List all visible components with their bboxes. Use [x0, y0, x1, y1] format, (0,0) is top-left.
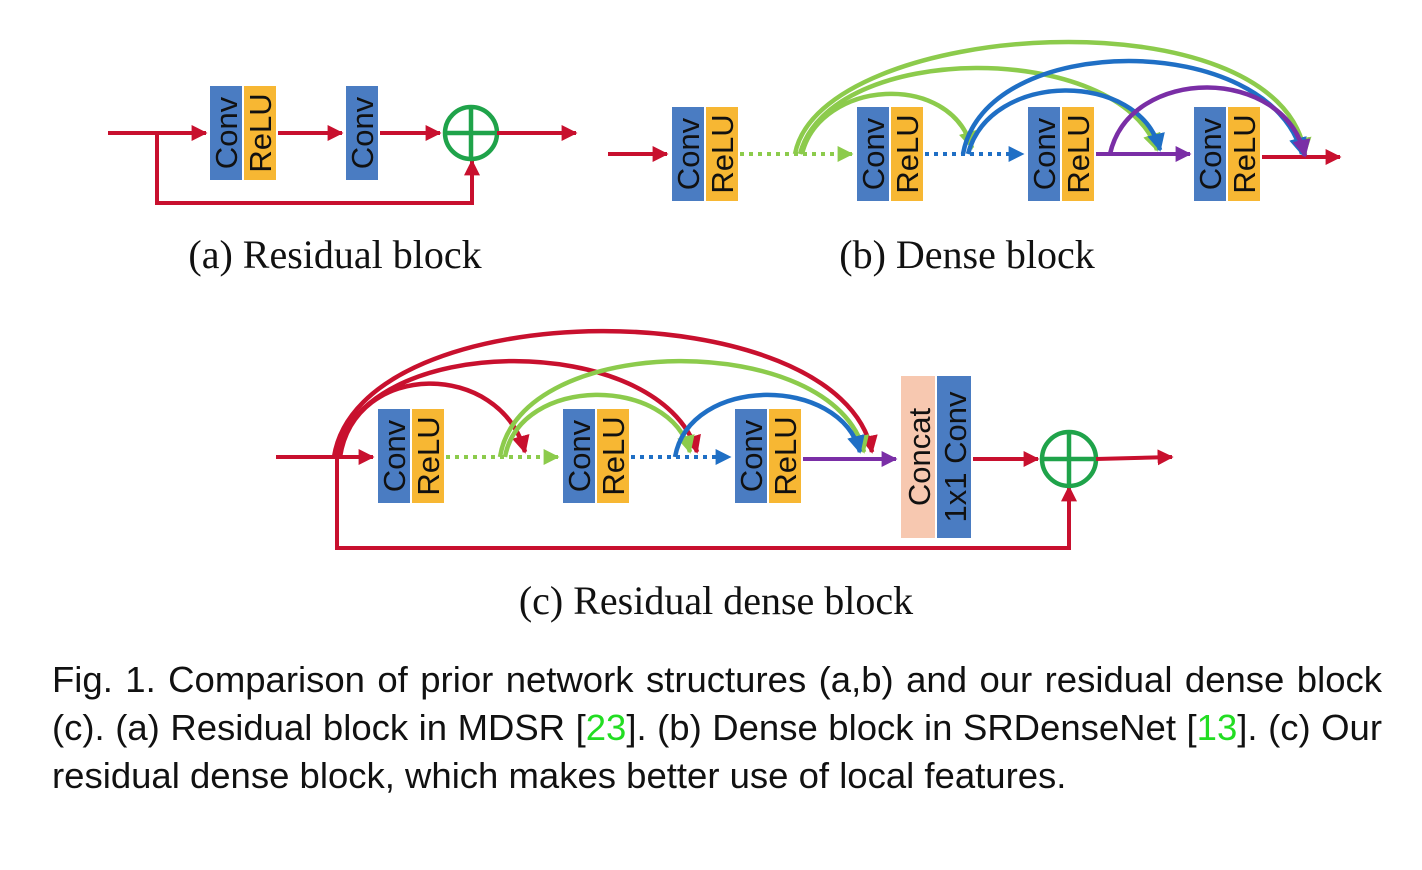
residual-dense-block-diagram: Conv ReLU Conv ReLU Conv ReLU Concat 1x1… — [276, 328, 1174, 623]
figure-caption: Fig. 1. Comparison of prior network stru… — [52, 656, 1382, 800]
conv-label: Conv — [1193, 117, 1228, 190]
conv1x1-block — [937, 376, 971, 538]
relu-label: ReLU — [705, 114, 740, 193]
reference-link[interactable]: 23 — [585, 707, 627, 748]
conv1x1-label: 1x1 Conv — [938, 391, 973, 522]
subcaption-a: (a) Residual block — [188, 232, 481, 277]
conv-label: Conv — [209, 96, 244, 169]
dense-connection — [792, 39, 1312, 156]
conv-block — [857, 107, 889, 201]
relu-block — [597, 409, 629, 503]
conv-block — [735, 409, 767, 503]
concat-block — [901, 376, 935, 538]
relu-block — [769, 409, 801, 503]
dense-connection — [799, 91, 977, 155]
relu-label: ReLU — [768, 416, 803, 495]
conv-label: Conv — [856, 117, 891, 190]
conv-block — [563, 409, 595, 503]
dense-connection — [797, 65, 1161, 155]
conv-block — [346, 86, 378, 180]
relu-label: ReLU — [411, 416, 446, 495]
conv-block — [378, 409, 410, 503]
conv-block — [1194, 107, 1226, 201]
dense-connection — [331, 328, 878, 458]
relu-label: ReLU — [596, 416, 631, 495]
conv-label: Conv — [562, 419, 597, 492]
dense-connection — [1107, 85, 1311, 158]
dense-connection — [497, 358, 869, 458]
sum-node — [1039, 429, 1099, 489]
reference-link[interactable]: 13 — [1196, 707, 1238, 748]
conv-label: Conv — [377, 419, 412, 492]
relu-label: ReLU — [1061, 114, 1096, 193]
conv-label: Conv — [671, 117, 706, 190]
conv-label: Conv — [734, 419, 769, 492]
output-arrow — [1095, 449, 1174, 466]
dense-block-diagram: Conv ReLU Conv ReLU Conv ReLU Conv ReLU … — [608, 39, 1342, 277]
conv-label: Conv — [345, 96, 380, 169]
sum-node — [442, 104, 500, 162]
caption-text: ]. (c) Our residual dense block, which m… — [52, 707, 1383, 796]
relu-label: ReLU — [1227, 114, 1262, 193]
dense-connection — [502, 392, 695, 458]
relu-label: ReLU — [890, 114, 925, 193]
network-structures-figure: Conv ReLU Conv (a) Residual block Conv R… — [108, 39, 1342, 623]
dense-connection — [965, 88, 1165, 155]
relu-block — [244, 86, 276, 180]
relu-block — [706, 107, 738, 201]
relu-block — [891, 107, 923, 201]
caption-text: ]. (b) Dense block in SRDenseNet [ — [626, 707, 1197, 748]
relu-block — [1228, 107, 1260, 201]
dense-connection — [337, 381, 530, 458]
conv-block — [672, 107, 704, 201]
relu-block — [412, 409, 444, 503]
conv-block — [210, 86, 242, 180]
relu-label: ReLU — [243, 93, 278, 172]
skip-connection — [155, 133, 480, 205]
skip-connection — [335, 457, 1077, 550]
subcaption-b: (b) Dense block — [839, 232, 1094, 277]
concat-label: Concat — [902, 408, 937, 507]
conv-label: Conv — [1027, 117, 1062, 190]
residual-block-diagram: Conv ReLU Conv (a) Residual block — [108, 86, 578, 277]
subcaption-c: (c) Residual dense block — [519, 578, 913, 623]
caption-text: Fig. 1. Comparison of prior network stru… — [52, 659, 1382, 748]
dense-connection — [672, 392, 865, 458]
conv-block — [1028, 107, 1060, 201]
relu-block — [1062, 107, 1094, 201]
